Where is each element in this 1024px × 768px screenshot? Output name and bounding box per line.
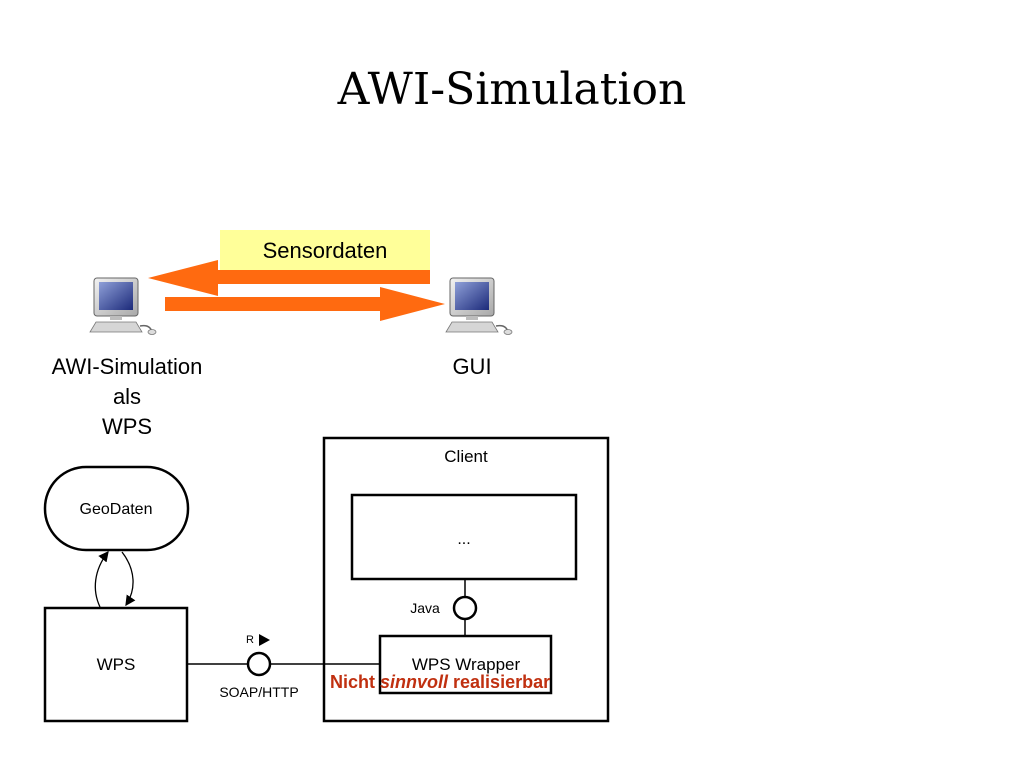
soap-http-label: SOAP/HTTP	[219, 684, 298, 700]
geodaten-to-wps-arrow	[121, 551, 136, 607]
warning-text: Nicht sinnvoll realisierbar	[330, 672, 550, 692]
geodaten-node: GeoDaten	[43, 465, 190, 552]
simulation-label-line: als	[112, 384, 142, 409]
wps-wrapper-component: WPS Wrapper	[378, 634, 553, 695]
sensordaten-banner: Sensordaten	[220, 230, 430, 270]
client-container: Client	[322, 436, 610, 723]
role-marker-label: R	[246, 634, 254, 646]
soap-interface	[246, 651, 272, 677]
inner-component: ...	[350, 493, 578, 581]
java-label: Java	[410, 600, 440, 616]
geodaten-label: GeoDaten	[80, 501, 153, 518]
wps-component: WPS	[43, 606, 189, 723]
gui-label: GUI	[452, 354, 492, 379]
desktop-computer-icon	[445, 277, 513, 335]
wps-wrapper-label: WPS Wrapper	[412, 655, 521, 674]
simulation-label-line: WPS	[101, 414, 153, 439]
desktop-computer-icon	[89, 277, 157, 335]
client-label: Client	[444, 447, 488, 466]
inner-component-label: ...	[457, 531, 470, 548]
sensordaten-label: Sensordaten	[263, 238, 388, 263]
arrow-to-gui	[165, 287, 445, 321]
simulation-label-line: AWI-Simulation	[51, 354, 203, 379]
java-interface	[452, 595, 478, 621]
role-direction-icon	[259, 634, 270, 646]
arrow-to-simulation	[148, 260, 430, 296]
simulation-label: AWI-Simulation als WPS	[20, 352, 234, 442]
wps-label: WPS	[97, 655, 136, 674]
slide-title: AWI-Simulation	[337, 64, 687, 115]
wps-to-geodaten-arrow	[94, 550, 109, 608]
